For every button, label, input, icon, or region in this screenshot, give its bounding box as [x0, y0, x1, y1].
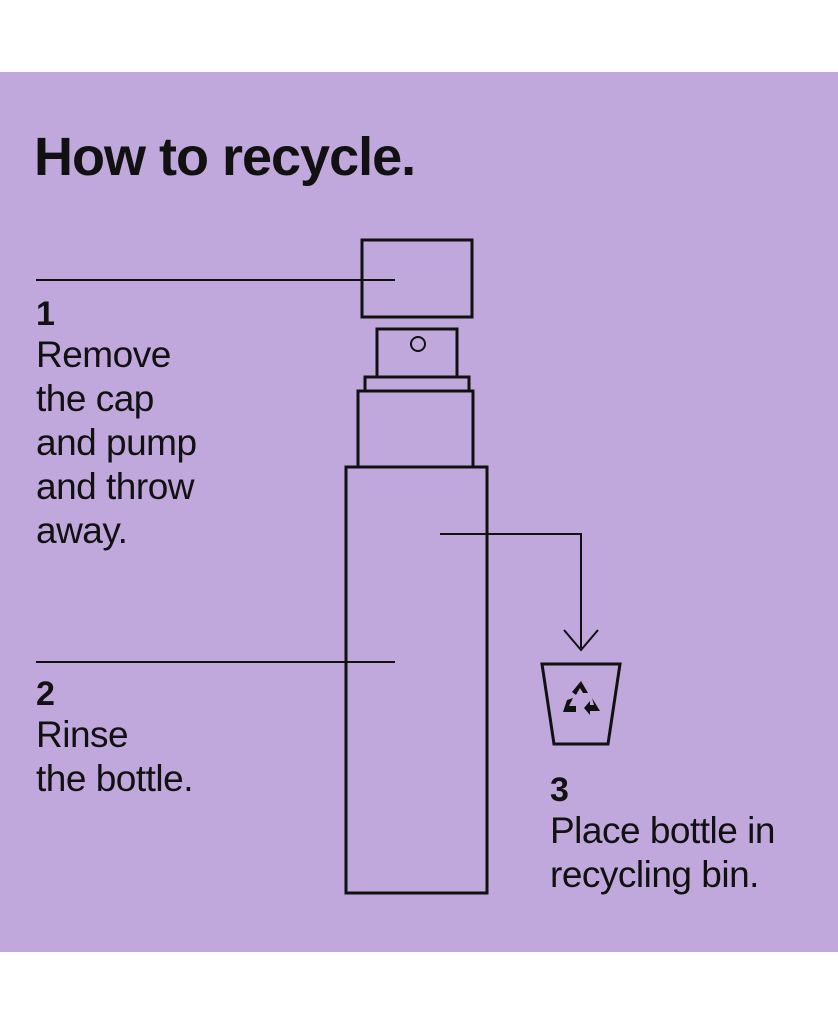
- arrow-down-icon: [440, 533, 599, 652]
- step-number: 1: [36, 295, 55, 333]
- step-remove-cap: 1 Remove the cap and pump and throw away…: [36, 295, 296, 553]
- page-title: How to recycle.: [34, 127, 416, 187]
- cap-icon: [360, 238, 474, 319]
- step-recycle-bottle: 3 Place bottle in recycling bin.: [550, 771, 835, 897]
- pump-icon: [356, 327, 475, 469]
- bottle-icon: [344, 465, 489, 895]
- step-text: Rinse the bottle.: [36, 714, 194, 800]
- step-number: 3: [550, 771, 569, 809]
- step-text: Remove the cap and pump and throw away.: [36, 334, 197, 552]
- instruction-panel: How to recycle. 1 Remove the cap and pum…: [0, 72, 838, 952]
- bottle-illustration: [36, 238, 622, 895]
- step-rinse-bottle: 2 Rinse the bottle.: [36, 675, 296, 801]
- recycling-bin-icon: [540, 662, 622, 746]
- step-text: Place bottle in recycling bin.: [550, 810, 775, 896]
- step-number: 2: [36, 675, 55, 713]
- recycle-symbol-icon: [563, 681, 600, 715]
